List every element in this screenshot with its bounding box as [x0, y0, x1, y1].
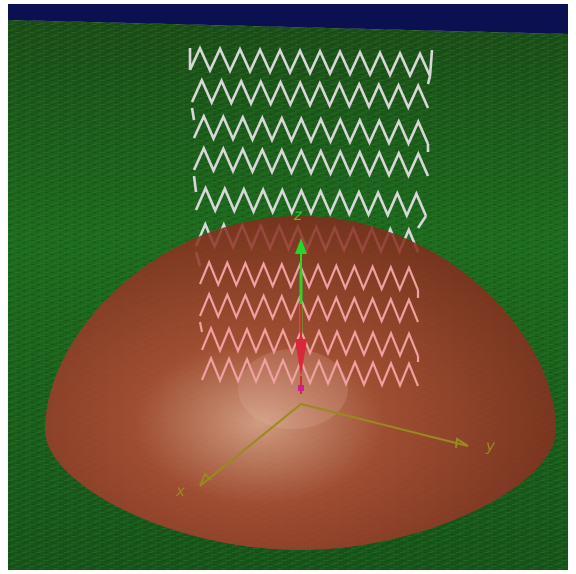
coil-segment	[188, 45, 432, 79]
coil-return	[192, 175, 198, 193]
3d-viewport[interactable]: x y z	[8, 4, 568, 570]
coil-segment	[198, 291, 420, 325]
coil-segment	[200, 325, 420, 359]
coil-segment	[192, 113, 430, 147]
coil-wire-front	[198, 259, 420, 389]
coil-segment	[190, 77, 430, 111]
x-axis-label: x	[175, 482, 185, 500]
scene-canvas: x y z	[8, 4, 568, 570]
z-axis-label: z	[293, 206, 303, 224]
coil-terminal	[428, 49, 434, 77]
sky	[8, 4, 568, 34]
coil-return	[416, 215, 428, 229]
axis-origin-marker	[298, 385, 304, 391]
coil-return	[198, 321, 204, 333]
y-axis-line	[300, 403, 469, 447]
x-axis-line	[199, 403, 302, 487]
coil-return	[190, 107, 196, 121]
coil-return	[426, 75, 432, 85]
coil-segment	[200, 355, 420, 389]
coil-segment	[198, 259, 420, 293]
coil-segment	[192, 145, 430, 179]
axis-lines	[199, 403, 469, 487]
coil-segment	[194, 185, 428, 219]
y-axis-label: y	[485, 437, 496, 455]
